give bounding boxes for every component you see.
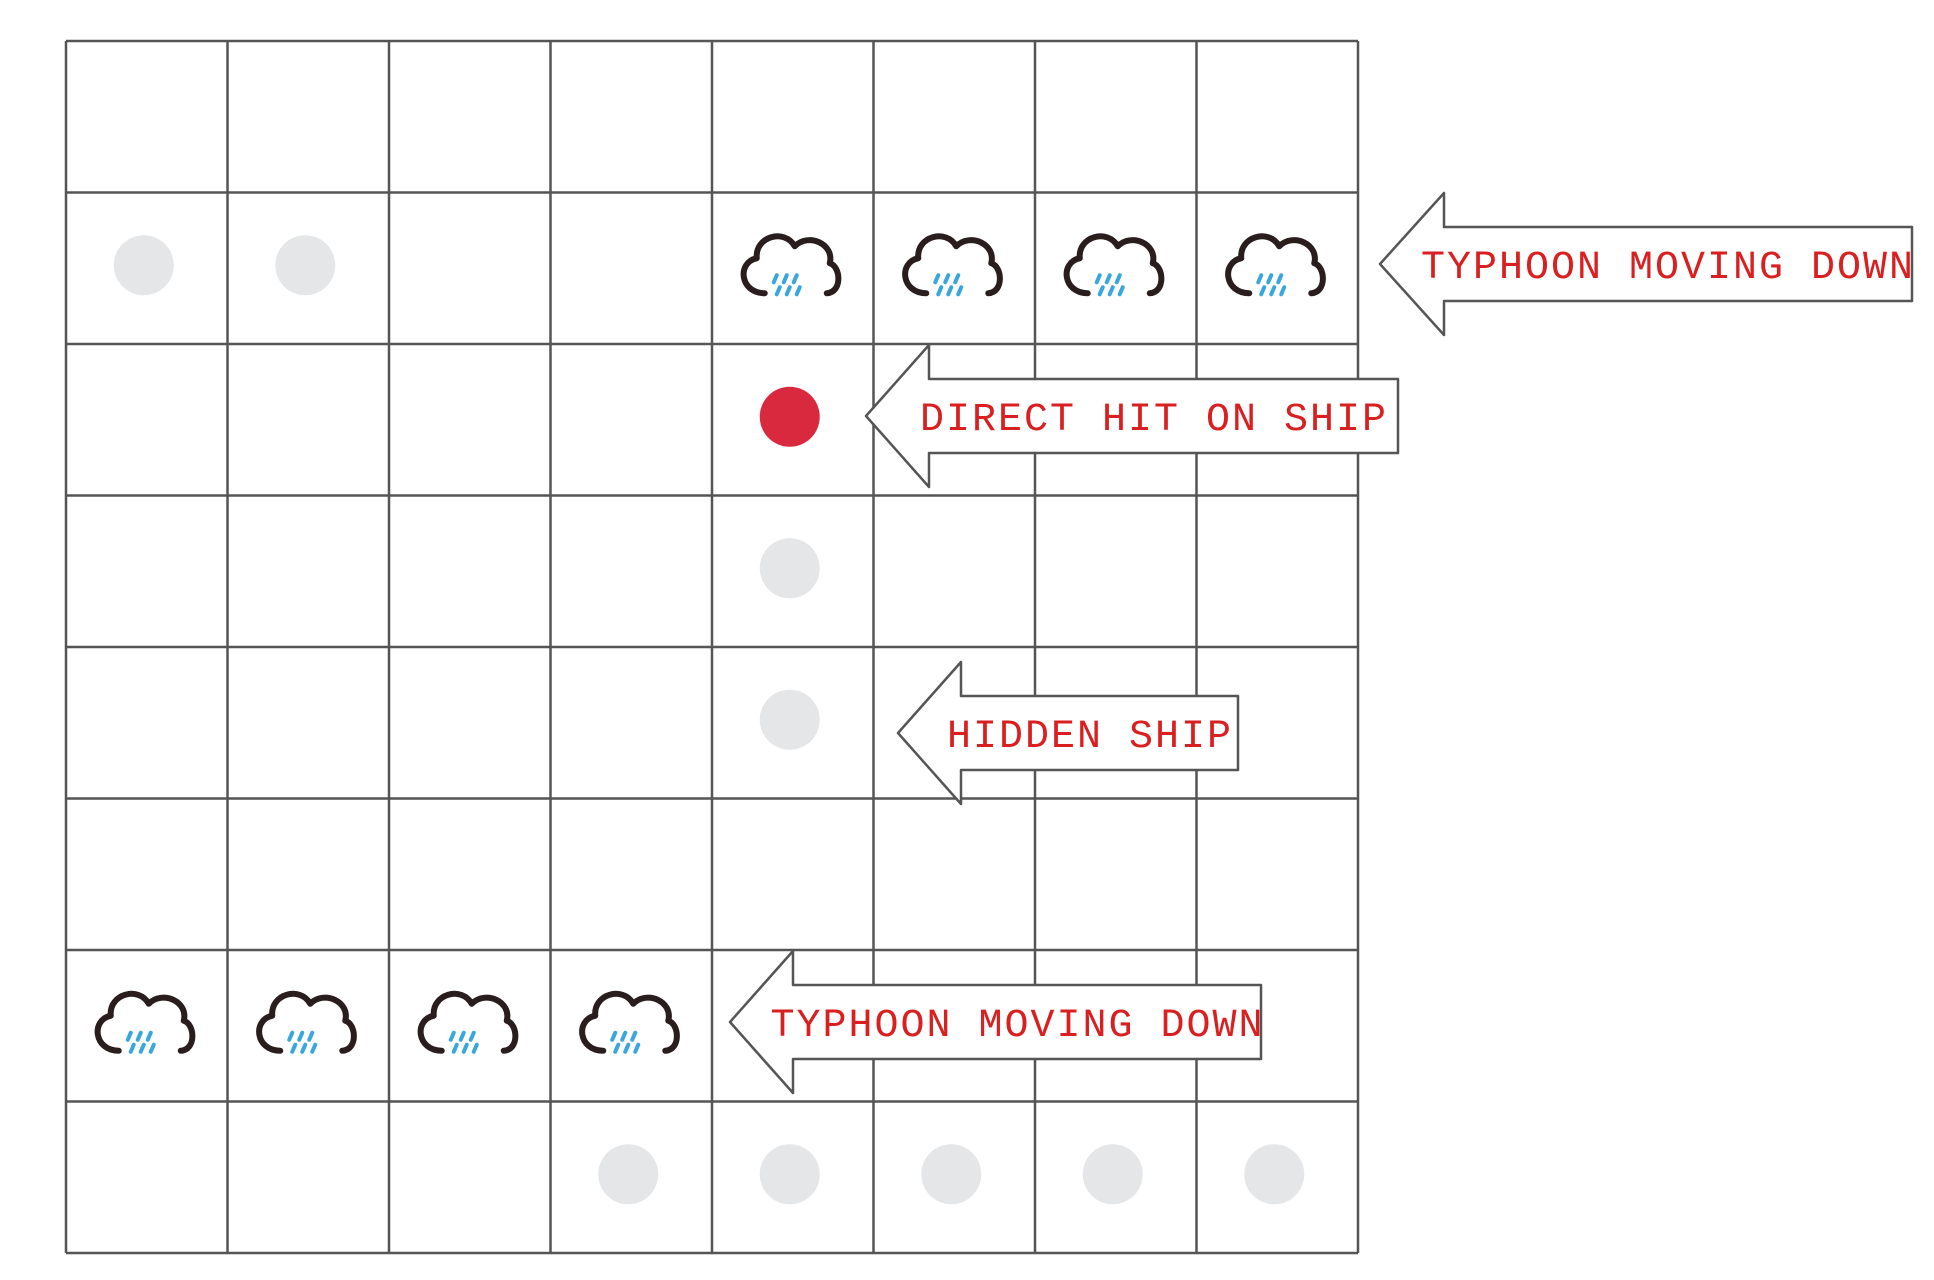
board-cell-6-0[interactable] (66, 950, 228, 1102)
board-cell-0-7[interactable] (1197, 41, 1359, 193)
miss-marker (921, 1144, 982, 1205)
callout-hidden-ship: HIDDEN SHIP (896, 660, 1240, 806)
board-cell-3-1[interactable] (228, 496, 390, 648)
board-cell-5-4[interactable] (712, 799, 874, 951)
board-cell-0-2[interactable] (389, 41, 551, 193)
board-cell-7-5[interactable] (874, 1102, 1036, 1254)
board-cell-1-4[interactable] (712, 193, 874, 345)
callout-typhoon-top: TYPHOON MOVING DOWN (1378, 191, 1915, 337)
board-cell-2-0[interactable] (66, 344, 228, 496)
callout-label: DIRECT HIT ON SHIP (920, 398, 1388, 443)
board-cell-4-1[interactable] (228, 647, 390, 799)
board-cell-7-3[interactable] (551, 1102, 713, 1254)
callout-label: TYPHOON MOVING DOWN (770, 1004, 1264, 1049)
board-cell-3-7[interactable] (1197, 496, 1359, 648)
board-cell-1-7[interactable] (1197, 193, 1359, 345)
board-cell-5-3[interactable] (551, 799, 713, 951)
board-cell-1-6[interactable] (1035, 193, 1197, 345)
board-cell-6-3[interactable] (551, 950, 713, 1102)
miss-marker (759, 689, 820, 750)
miss-marker (759, 1144, 820, 1205)
board-cell-1-1[interactable] (228, 193, 390, 345)
board-cell-0-3[interactable] (551, 41, 713, 193)
board-cell-7-1[interactable] (228, 1102, 390, 1254)
left-arrow-callout (728, 949, 1263, 1095)
board-cell-4-0[interactable] (66, 647, 228, 799)
board-cell-4-4[interactable] (712, 647, 874, 799)
board-cell-7-0[interactable] (66, 1102, 228, 1254)
board-cell-2-4[interactable] (712, 344, 874, 496)
callout-direct-hit: DIRECT HIT ON SHIP (864, 343, 1400, 489)
board-cell-3-3[interactable] (551, 496, 713, 648)
board-cell-7-6[interactable] (1035, 1102, 1197, 1254)
board-cell-1-0[interactable] (66, 193, 228, 345)
board-cell-3-0[interactable] (66, 496, 228, 648)
board-cell-2-2[interactable] (389, 344, 551, 496)
callouts: TYPHOON MOVING DOWN DIRECT HIT ON SHIP HID… (728, 191, 1915, 1095)
hit-marker (759, 386, 820, 447)
board-cells (66, 41, 1359, 1254)
miss-marker (1244, 1144, 1305, 1205)
board-cell-5-6[interactable] (1035, 799, 1197, 951)
callout-typhoon-bottom: TYPHOON MOVING DOWN (728, 949, 1264, 1095)
board-cell-0-5[interactable] (874, 41, 1036, 193)
miss-marker (598, 1144, 659, 1205)
miss-marker (759, 538, 820, 599)
left-arrow-callout (1378, 191, 1914, 337)
callout-label: HIDDEN SHIP (947, 715, 1233, 760)
board-cell-4-2[interactable] (389, 647, 551, 799)
board-cell-5-0[interactable] (66, 799, 228, 951)
board-cell-2-1[interactable] (228, 344, 390, 496)
board-cell-7-2[interactable] (389, 1102, 551, 1254)
board-cell-2-3[interactable] (551, 344, 713, 496)
board-cell-4-3[interactable] (551, 647, 713, 799)
left-arrow-callout (896, 660, 1240, 806)
board-cell-6-1[interactable] (228, 950, 390, 1102)
board-cell-5-1[interactable] (228, 799, 390, 951)
board-cell-6-2[interactable] (389, 950, 551, 1102)
board-cell-5-5[interactable] (874, 799, 1036, 951)
board-cell-5-7[interactable] (1197, 799, 1359, 951)
board-grid (64, 39, 1360, 1255)
board-cell-7-7[interactable] (1197, 1102, 1359, 1254)
board-cell-0-0[interactable] (66, 41, 228, 193)
board-cell-3-5[interactable] (874, 496, 1036, 648)
board-cell-0-4[interactable] (712, 41, 874, 193)
board-cell-7-4[interactable] (712, 1102, 874, 1254)
miss-marker (275, 235, 336, 296)
board-cell-1-2[interactable] (389, 193, 551, 345)
left-arrow-callout (864, 343, 1400, 489)
board-cell-3-4[interactable] (712, 496, 874, 648)
board-cell-1-5[interactable] (874, 193, 1036, 345)
board-cell-5-2[interactable] (389, 799, 551, 951)
board-cell-0-1[interactable] (228, 41, 390, 193)
board-cell-1-3[interactable] (551, 193, 713, 345)
miss-marker (113, 235, 174, 296)
miss-marker (1082, 1144, 1143, 1205)
callout-label: TYPHOON MOVING DOWN (1421, 246, 1915, 291)
board-cell-3-6[interactable] (1035, 496, 1197, 648)
board-cell-3-2[interactable] (389, 496, 551, 648)
board-cell-0-6[interactable] (1035, 41, 1197, 193)
